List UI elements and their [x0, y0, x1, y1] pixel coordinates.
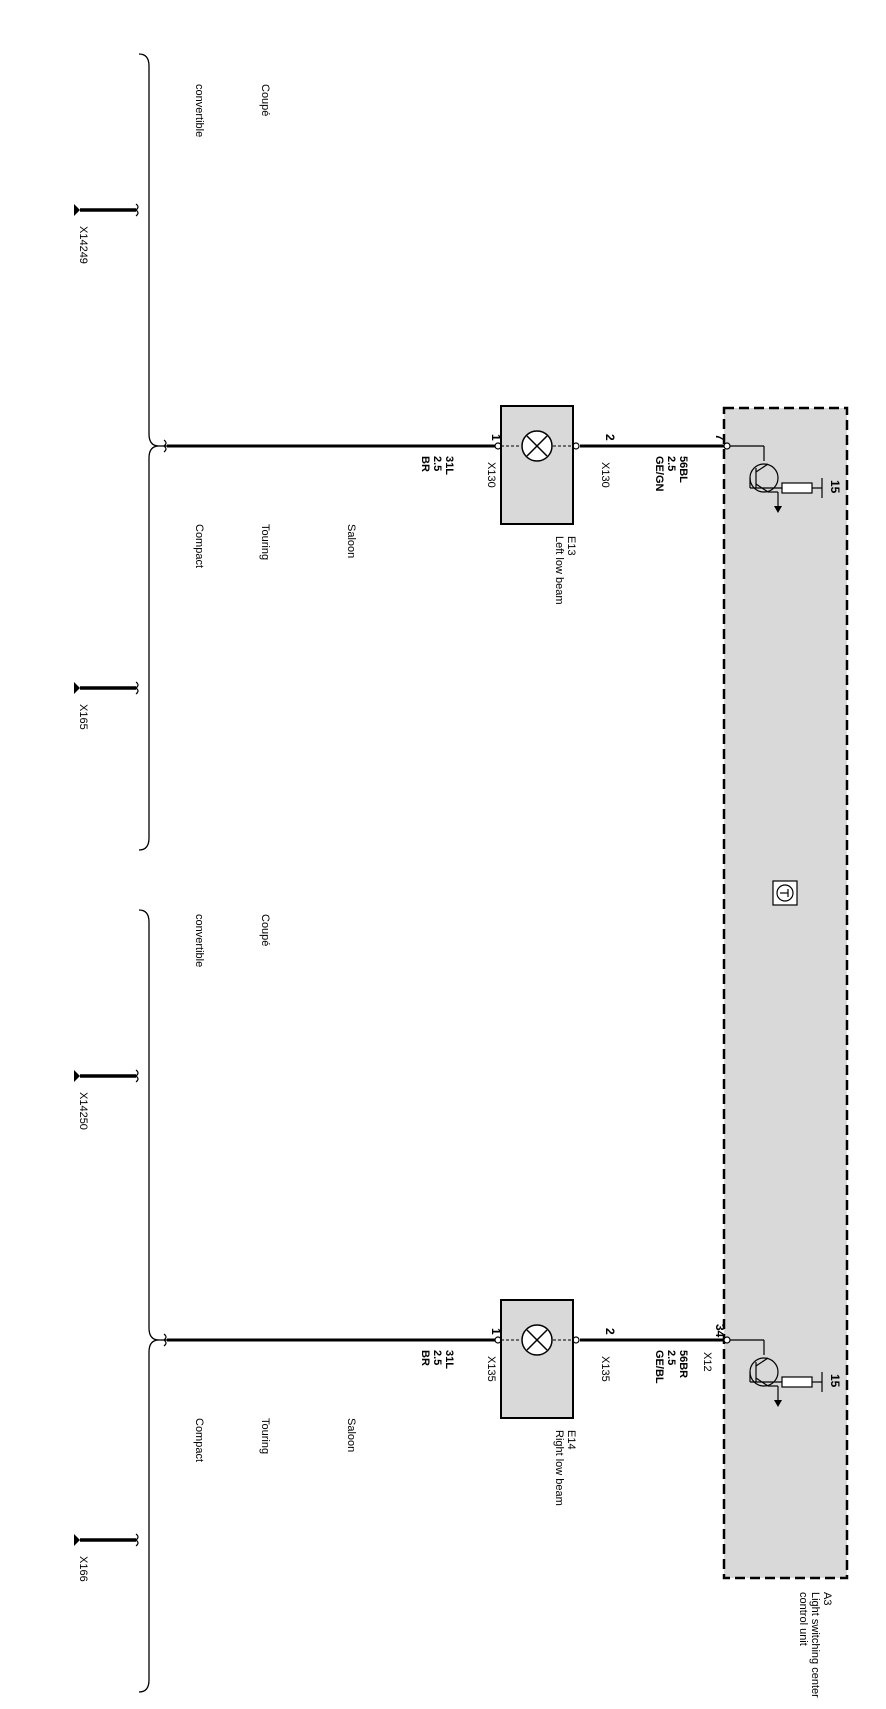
wire-31l-left-color: BR	[419, 456, 431, 472]
lamp-e14-housing	[500, 1299, 574, 1419]
module-symbol-icon	[772, 880, 798, 906]
lamp-e13-conn2: X130	[599, 462, 611, 488]
ground-section-top: X14249 X165 Coupé convertible Saloon Tou…	[74, 53, 357, 851]
lamp-e14-id: E14	[565, 1430, 577, 1450]
module-name-line1: Light switching center	[809, 1592, 821, 1698]
variant-compact-top: Compact	[193, 524, 205, 568]
variant-convertible-top: convertible	[193, 84, 205, 137]
wire-31l-right-color: BR	[419, 1350, 431, 1366]
wire-31l-left-size: 2.5	[431, 456, 443, 471]
lamp-e14-pin2: 2	[603, 1328, 617, 1335]
module-pin-7: 7	[713, 434, 727, 441]
ground-x14249	[74, 203, 139, 217]
lamp-e14: 1 2 X135 X135 E14 Right low beam 56BR 2.…	[167, 1299, 731, 1506]
lamp-e14-pin1: 1	[489, 1328, 503, 1335]
ground-section-bottom: X14250 X166 Coupé convertible Saloon Tou…	[74, 909, 357, 1693]
connector-x12: X12	[701, 1352, 713, 1372]
module-name-line2: control unit	[797, 1592, 809, 1646]
ground-x14250-label: X14250	[77, 1092, 89, 1130]
ground-x14250	[74, 1069, 139, 1083]
variant-compact-bottom: Compact	[193, 1418, 205, 1462]
module-pin-34: 34	[713, 1324, 727, 1338]
terminal-15-lower: 15	[828, 1374, 842, 1388]
wire-31l-right-size: 2.5	[431, 1350, 443, 1365]
variant-saloon-bottom: Saloon	[345, 1418, 357, 1452]
bulb-icon	[521, 430, 553, 462]
wire-56bl-color: GE/GN	[653, 456, 665, 492]
terminal-15-upper: 15	[828, 480, 842, 494]
lamp-e13: 1 2 X130 X130 E13 Left low beam 56BL 2.5…	[167, 405, 731, 604]
variant-touring-top: Touring	[259, 524, 271, 560]
ground-x166-label: X166	[77, 1556, 89, 1582]
transistor-driver-lower	[726, 1339, 823, 1407]
wire-31l-right-code: 31L	[443, 1350, 455, 1369]
module-id: A3	[821, 1592, 833, 1605]
ground-x165-label: X165	[77, 704, 89, 730]
wire-31l-left-code: 31L	[443, 456, 455, 475]
lamp-e14-conn1: X135	[485, 1356, 497, 1382]
ground-x14249-label: X14249	[77, 226, 89, 264]
variant-brace-bottom	[138, 909, 160, 1693]
wire-56bl-code: 56BL	[677, 456, 689, 483]
variant-saloon-top: Saloon	[345, 524, 357, 558]
ground-x165	[74, 681, 139, 695]
wire-56br-code: 56BR	[677, 1350, 689, 1378]
variant-coupe-bottom: Coupé	[259, 914, 271, 946]
control-unit-box	[722, 406, 849, 1580]
lamp-e13-housing	[500, 405, 574, 525]
variant-brace-top	[138, 53, 160, 851]
lamp-e13-pin1: 1	[489, 434, 503, 441]
lamp-e13-pin2: 2	[603, 434, 617, 441]
transistor-driver-upper	[726, 445, 823, 513]
wire-56bl-size: 2.5	[665, 456, 677, 471]
wire-56br-size: 2.5	[665, 1350, 677, 1365]
wire-56br-color: GE/BL	[653, 1350, 665, 1384]
variant-convertible-bottom: convertible	[193, 914, 205, 967]
control-unit-a3: 15 15 7 34 X12 A3 Light switching center…	[701, 406, 849, 1698]
lamp-e14-conn2: X135	[599, 1356, 611, 1382]
variant-coupe-top: Coupé	[259, 84, 271, 116]
bulb-icon	[521, 1324, 553, 1356]
lamp-e13-id: E13	[565, 536, 577, 556]
lamp-e13-conn1: X130	[485, 462, 497, 488]
variant-touring-bottom: Touring	[259, 1418, 271, 1454]
ground-x166	[74, 1533, 139, 1547]
lamp-e13-name: Left low beam	[553, 536, 565, 604]
lamp-e14-name: Right low beam	[553, 1430, 565, 1506]
